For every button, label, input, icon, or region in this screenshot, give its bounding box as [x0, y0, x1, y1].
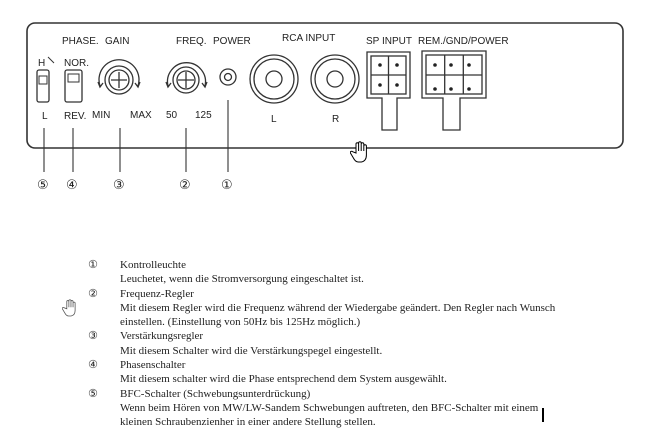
legend-number: ⑤ — [88, 386, 98, 400]
legend-list: ① Kontrolleuchte Leuchetet, wenn die Stro… — [88, 258, 558, 430]
phase-switch — [64, 69, 83, 103]
legend-number: ③ — [88, 329, 98, 343]
hand-cursor-icon — [350, 141, 367, 163]
legend-title: Frequenz-Regler — [120, 287, 194, 300]
hand-cursor-icon — [62, 299, 76, 317]
gain-knob — [97, 59, 141, 95]
legend-number: ① — [88, 258, 98, 271]
label-phase-nor: NOR. — [64, 58, 89, 69]
label-rca-input: RCA INPUT — [282, 33, 335, 44]
legend-description: Mit diesem Schalter wird die Verstärkung… — [120, 344, 383, 357]
callout-5: ⑤ — [37, 178, 49, 193]
label-freq: FREQ. — [176, 36, 207, 47]
legend-number: ④ — [88, 358, 98, 372]
legend-item: ④ Phasenschalter Mit diesem schalter wird… — [88, 358, 558, 387]
legend-description: Leuchetet, wenn die Stromversorgung eing… — [120, 273, 364, 286]
legend-item: ③ Verstärkungsregler Mit diesem Schalter … — [88, 329, 558, 358]
callout-3: ③ — [113, 178, 125, 193]
legend-title: Verstärkungsregler — [120, 330, 204, 343]
label-bfc-high: H — [38, 58, 45, 69]
legend-description: Wenn beim Hören von MW/LW-Sandem Schwebu… — [120, 401, 539, 429]
legend-item: ② Frequenz-Regler Mit diesem Regler wird … — [88, 287, 558, 330]
freq-knob — [165, 62, 208, 94]
legend-item: ① Kontrolleuchte Leuchetet, wenn die Stro… — [88, 258, 558, 287]
text-caret — [542, 408, 544, 422]
legend-title: BFC-Schalter (Schwebungsunterdrückung) — [120, 387, 311, 400]
label-freq-max: 125 — [195, 110, 212, 121]
callout-2: ② — [179, 178, 191, 193]
label-rca-r: R — [332, 114, 339, 125]
rca-input-right — [310, 54, 360, 104]
legend-number: ② — [88, 286, 98, 300]
callout-4: ④ — [66, 178, 78, 193]
legend-title: Kontrolleuchte — [120, 259, 186, 271]
label-rem-gnd-power: REM./GND/POWER — [418, 36, 509, 47]
legend-description: Mit diesem Regler wird die Frequenz währ… — [120, 301, 556, 329]
label-rca-l: L — [271, 114, 277, 125]
label-gain-min: MIN — [92, 110, 110, 121]
label-gain-max: MAX — [130, 110, 152, 121]
label-phase: PHASE. — [62, 36, 99, 47]
label-freq-min: 50 — [166, 110, 178, 121]
panel-outline — [26, 22, 624, 149]
label-power: POWER — [213, 36, 251, 47]
label-bfc-low: L — [42, 111, 48, 122]
sp-input-connector — [366, 51, 411, 131]
power-led — [219, 68, 237, 86]
amplifier-panel-diagram: PHASE. GAIN FREQ. POWER RCA INPUT SP INP… — [0, 0, 624, 205]
rem-gnd-power-connector — [421, 50, 487, 131]
label-phase-rev: REV. — [64, 111, 86, 122]
legend-title: Phasenschalter — [120, 359, 186, 372]
legend-description: Mit diesem schalter wird die Phase entsp… — [120, 373, 447, 386]
callout-1: ① — [221, 178, 233, 193]
label-sp-input: SP INPUT — [366, 36, 412, 47]
rca-input-left — [249, 54, 299, 104]
label-gain: GAIN — [105, 36, 129, 47]
bfc-switch — [36, 69, 50, 103]
